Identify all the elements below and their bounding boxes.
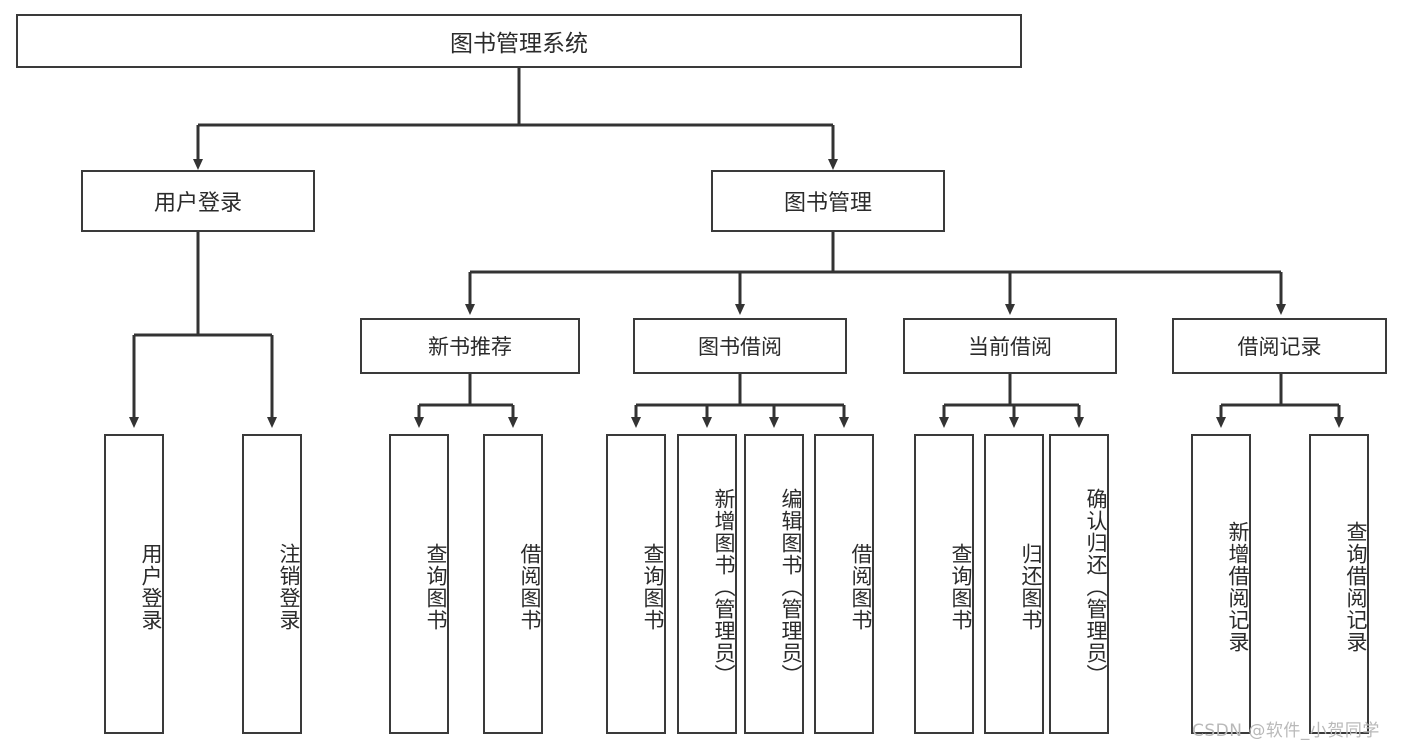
leaf-add-borrow-record[interactable]: 新增借阅记录 [1191, 434, 1251, 734]
node-label: 新书推荐 [428, 335, 512, 359]
node-label: 新增借阅记录 [1226, 521, 1250, 653]
node-label: 借阅记录 [1237, 335, 1322, 359]
borrow-record-to-leaf-connectors [1216, 374, 1344, 428]
leaf-add-book-admin[interactable]: 新增图书（管理员） [677, 434, 737, 734]
leaf-query-book-recommend[interactable]: 查询图书 [389, 434, 449, 734]
node-label: 查询图书 [949, 543, 973, 631]
node-label: 确认归还（管理员） [1084, 488, 1108, 686]
node-label: 图书借阅 [698, 335, 782, 359]
leaf-borrow-book[interactable]: 借阅图书 [814, 434, 874, 734]
node-book-management[interactable]: 图书管理 [711, 170, 945, 232]
node-label: 借阅图书 [518, 543, 542, 631]
leaf-confirm-return-admin[interactable]: 确认归还（管理员） [1049, 434, 1109, 734]
node-label: 图书管理 [783, 191, 872, 216]
node-label: 编辑图书（管理员） [779, 488, 803, 686]
watermark-text: CSDN @软件_小贺同学 [1192, 721, 1380, 741]
node-label: 查询借阅记录 [1344, 521, 1368, 653]
node-user-login[interactable]: 用户登录 [81, 170, 315, 232]
node-label: 查询图书 [424, 543, 448, 631]
leaf-query-book-current[interactable]: 查询图书 [914, 434, 974, 734]
node-label: 图书管理系统 [450, 31, 588, 57]
leaf-query-book-borrow[interactable]: 查询图书 [606, 434, 666, 734]
book-manage-to-level3-connectors [465, 232, 1286, 315]
leaf-user-login[interactable]: 用户登录 [104, 434, 164, 734]
leaf-edit-book-admin[interactable]: 编辑图书（管理员） [744, 434, 804, 734]
new-book-to-leaf-connectors [414, 374, 518, 428]
node-label: 用户登录 [139, 543, 163, 631]
leaf-user-logout[interactable]: 注销登录 [242, 434, 302, 734]
node-book-borrow[interactable]: 图书借阅 [633, 318, 847, 374]
book-borrow-to-leaf-connectors [631, 374, 849, 428]
node-label: 查询图书 [641, 543, 665, 631]
node-label: 当前借阅 [968, 335, 1052, 359]
leaf-borrow-book-recommend[interactable]: 借阅图书 [483, 434, 543, 734]
node-label: 注销登录 [277, 543, 301, 631]
leaf-query-borrow-record[interactable]: 查询借阅记录 [1309, 434, 1369, 734]
leaf-return-book[interactable]: 归还图书 [984, 434, 1044, 734]
node-borrow-record[interactable]: 借阅记录 [1172, 318, 1387, 374]
node-new-book-recommend[interactable]: 新书推荐 [360, 318, 580, 374]
root-to-level2-connectors [193, 68, 838, 170]
node-current-borrow[interactable]: 当前借阅 [903, 318, 1117, 374]
node-label: 借阅图书 [849, 543, 873, 631]
user-login-to-leaf-connectors [129, 232, 277, 428]
current-borrow-to-leaf-connectors [939, 374, 1084, 428]
node-label: 新增图书（管理员） [712, 488, 736, 686]
node-label: 用户登录 [153, 191, 242, 216]
node-label: 归还图书 [1019, 543, 1043, 631]
node-root-system[interactable]: 图书管理系统 [16, 14, 1022, 68]
